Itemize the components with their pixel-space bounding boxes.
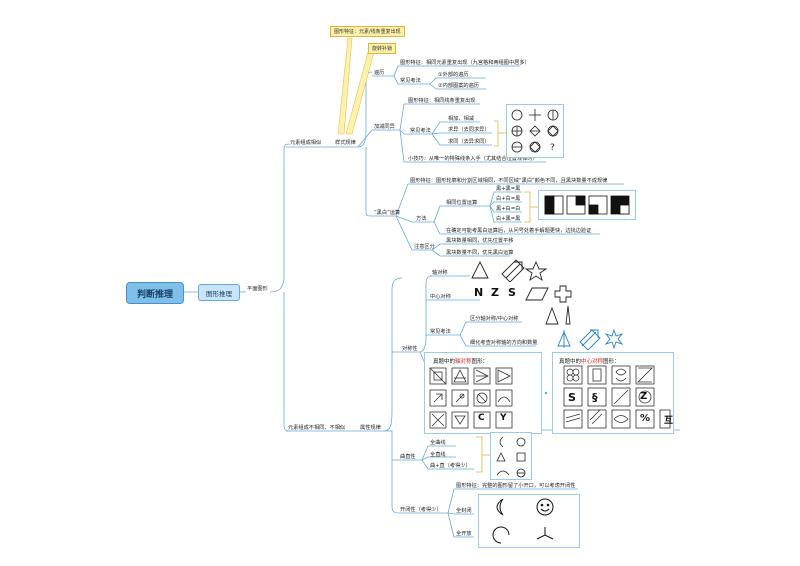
- axial-symmetry-examples: [471, 259, 548, 282]
- main-node[interactable]: 图形推理: [198, 284, 240, 301]
- central-symmetry[interactable]: 中心对称: [430, 294, 451, 300]
- jiajian-method-3: 求同（去异求同）: [448, 139, 490, 145]
- axial-panel-title: 真题中的轴对称图形：: [433, 359, 489, 365]
- central-symmetry-shapes: [525, 285, 572, 303]
- openness-open: 全开放: [456, 531, 472, 537]
- root-node[interactable]: 判断推理: [126, 282, 184, 304]
- central-letter-z: Z: [640, 391, 648, 402]
- heibai-rule-2: 白+白=黑: [496, 196, 521, 202]
- heibai-rule-3: 黑+白=白: [496, 206, 521, 212]
- bianli-feature: 图形特征：相同元素重复出现（九宫格和两组图中居多）: [400, 60, 530, 66]
- central-letter-s: S: [568, 391, 576, 404]
- distinguish-1: 黑块数量相同，优先位置平移: [446, 238, 514, 244]
- callout-rotate: 旋转补锁: [368, 43, 397, 54]
- branch-similar-elements[interactable]: 元素组成相似: [290, 140, 322, 146]
- symmetry-method-1: 区分轴对称/中心对称: [470, 316, 519, 322]
- letter-s: S: [508, 286, 516, 299]
- heibai-distinguish[interactable]: 注意区分: [414, 244, 435, 250]
- jiajian-feature: 图形特征：相同线条重复出现: [408, 98, 476, 104]
- bianli-method-1: ①外部的遍历: [438, 72, 469, 78]
- node-jiajian[interactable]: 加减同异: [374, 124, 395, 130]
- curvature-all-curve: 全曲线: [430, 440, 446, 446]
- axial-letter-c: C: [478, 413, 485, 423]
- branch-different-elements[interactable]: 元素组成不相同、不相似: [288, 425, 346, 431]
- heibai-example-svg: [544, 195, 630, 215]
- openness-examples-svg: [492, 498, 554, 544]
- node-bianli[interactable]: 遍历: [374, 70, 385, 76]
- letter-n: N: [474, 286, 484, 299]
- jiajian-method-2: 求异（去同求异）: [448, 127, 490, 133]
- node-openness[interactable]: 开闭性（考得少）: [400, 507, 442, 513]
- central-section-sign: §: [592, 391, 598, 404]
- heibai-feature: 图形特征：图形轮廓和分割区域相同，不同区域“黑白”颜色不同，且黑块数量不成规律: [410, 178, 608, 184]
- heibai-note: 在确定可能考黑白运算后，从问号处着手解题更快，边找边验证: [446, 228, 592, 234]
- symmetry-method-2: 细化考查对称轴的方向和数量: [470, 340, 538, 346]
- openness-examples: [478, 494, 580, 548]
- jiajian-method-1: 相加、相减: [448, 116, 474, 122]
- curvature-all-straight: 全直线: [430, 452, 446, 458]
- bianli-methods[interactable]: 常见考法: [400, 78, 421, 84]
- node-heibai[interactable]: “黑白”运算: [374, 210, 401, 216]
- branch-attribute-rule[interactable]: 属性规律: [360, 425, 381, 431]
- branch-plane-figure[interactable]: 平面图形: [247, 286, 268, 292]
- central-percent: %: [640, 413, 651, 424]
- axial-letter-y: Y: [500, 413, 507, 423]
- axial-exam-shapes: [429, 367, 513, 429]
- distinguish-2: 黑块数量不同，优先黑白运算: [446, 250, 514, 256]
- node-curvature[interactable]: 曲直性: [400, 454, 416, 460]
- heibai-same-position[interactable]: 相同位置运算: [446, 200, 478, 206]
- letter-z: Z: [491, 286, 499, 299]
- curvature-examples: [490, 432, 532, 480]
- jiajian-example-shapes: ?: [506, 104, 564, 158]
- curvature-mixed: 曲+直（考得少）: [430, 463, 471, 469]
- heibai-rule-4: 白+黑=黑: [496, 216, 521, 222]
- svg-text:?: ?: [550, 143, 555, 153]
- callout-style-feature: 图形特征：元素/线条重复出现: [330, 26, 405, 37]
- openness-closed: 全封闭: [456, 508, 472, 514]
- central-exam-shapes: [563, 365, 671, 429]
- heibai-example: [538, 190, 636, 220]
- symmetry-method-shapes: [545, 305, 624, 350]
- symmetry-methods[interactable]: 常见考法: [430, 329, 451, 335]
- heibai-rule-1: 黑+黑=黑: [496, 186, 521, 192]
- axial-symmetry[interactable]: 轴对称: [432, 270, 448, 276]
- central-hu-char: 互: [664, 416, 674, 426]
- bianli-method-2: ②内部图案的遍历: [438, 83, 479, 89]
- branch-style-rule[interactable]: 样式规律: [335, 140, 356, 146]
- jiajian-shapes-svg: ?: [511, 109, 559, 153]
- openness-feature: 图形特征：完整的图形留了小开口，可以考虑开闭性: [456, 483, 576, 489]
- curvature-examples-svg: [496, 436, 526, 478]
- heibai-method[interactable]: 方法: [416, 216, 427, 222]
- jiajian-methods[interactable]: 常见考法: [410, 128, 431, 134]
- central-panel-title: 真题中的中心对称图形：: [559, 359, 620, 365]
- node-symmetry[interactable]: 对称性: [402, 346, 418, 352]
- jiajian-tip: 小技巧：从唯一的特殊线条入手（尤其结合位置规律时）: [408, 156, 538, 162]
